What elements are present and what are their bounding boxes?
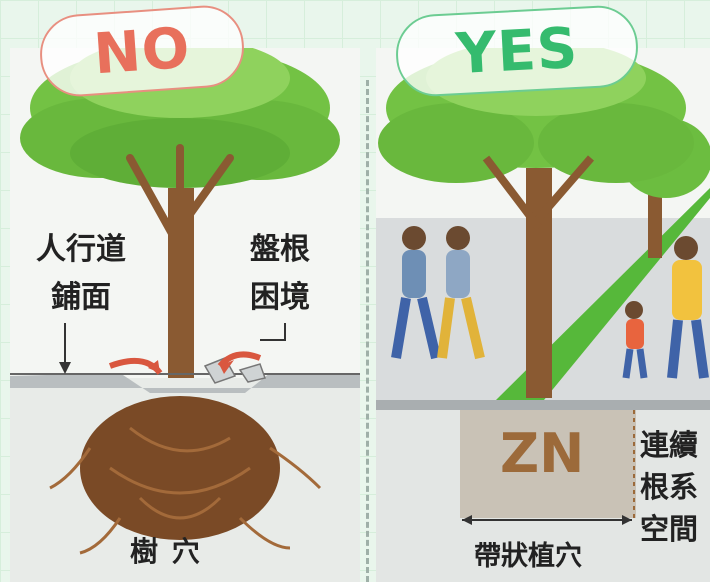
root-trouble-label-line1: 盤根 [250, 232, 310, 267]
sidewalk-label-line2: 鋪面 [51, 280, 111, 315]
continuous-label-line3: 空間 [640, 512, 699, 546]
roots [49, 426, 322, 555]
sidewalk-label-line1: 人行道 [36, 232, 126, 267]
root-trouble-label-line2: 困境 [250, 280, 310, 315]
strip-pit-label: 帶狀植穴 [474, 541, 582, 572]
strip-pit-zone [460, 410, 636, 518]
sidewalk-label: 人行道 鋪面 [18, 226, 144, 322]
root-ball [80, 396, 280, 540]
panel-divider [366, 80, 369, 582]
pressure-arrow-right-icon [217, 351, 262, 369]
sidewalk-pavement [10, 373, 360, 393]
strip-planter-illustration [376, 48, 710, 582]
no-badge: NO [37, 2, 247, 100]
yes-badge: YES [394, 3, 640, 99]
tree-pit-label: 樹 穴 [130, 535, 202, 568]
continuous-label-line1: 連續 [640, 428, 699, 462]
pointer-root [260, 323, 286, 341]
zone-code-label: ZN [500, 422, 585, 485]
pedestrians-icon [391, 226, 709, 379]
yes-panel [376, 48, 710, 582]
continuous-root-space-label: 連續 根系 空間 [640, 424, 710, 550]
no-panel [10, 48, 360, 582]
continuous-label-line2: 根系 [640, 470, 699, 504]
root-trouble-label: 盤根 困境 [228, 226, 332, 322]
